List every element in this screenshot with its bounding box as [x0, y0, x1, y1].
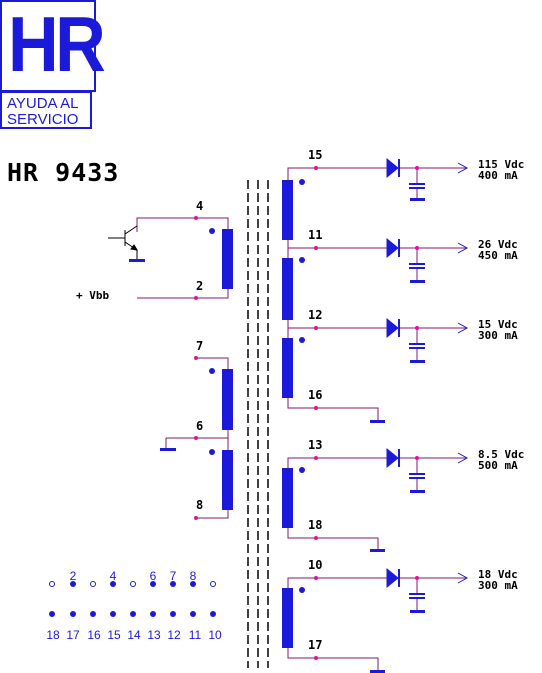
pinout-bottom-label: 11 — [189, 628, 202, 642]
transistor — [108, 225, 138, 260]
ground-bars — [370, 198, 425, 673]
ground-symbol — [160, 448, 176, 451]
output-1-current: 400 mA — [478, 169, 518, 182]
pin-6-label: 6 — [196, 419, 203, 433]
wiring — [136, 167, 466, 670]
supply-label: + Vbb — [76, 289, 109, 302]
logo-subtitle: AYUDA AL SERVICIO — [0, 91, 92, 129]
output-1-voltage: 115 Vdc — [478, 158, 524, 171]
output-arrows — [457, 162, 469, 584]
pin-15-label: 15 — [308, 148, 322, 162]
pinout-bottom-label: 18 — [46, 628, 60, 642]
pinout-top-label: 7 — [170, 569, 177, 583]
windings — [222, 180, 293, 648]
pin-10-label: 10 — [308, 558, 322, 572]
pin-13-label: 13 — [308, 438, 322, 452]
pinout-bottom-label: 14 — [127, 628, 141, 642]
output-4-current: 500 mA — [478, 459, 518, 472]
output-5-voltage: 18 Vdc — [478, 568, 518, 581]
output-5-current: 300 mA — [478, 579, 518, 592]
filter-capacitors — [409, 183, 425, 599]
pin-11-label: 11 — [308, 228, 322, 242]
ground-symbol — [129, 259, 145, 262]
logo-box: HR — [0, 0, 106, 92]
pinout-bottom-label: 13 — [147, 628, 161, 642]
rectifier-diodes — [386, 157, 400, 589]
pinout-top-label: 8 — [190, 569, 197, 583]
pin-7-label: 7 — [196, 339, 203, 353]
pinout-top-label: 4 — [110, 569, 117, 583]
transformer-core — [247, 180, 269, 668]
logo-line-1: AYUDA AL — [7, 95, 79, 112]
pin-8-label: 8 — [196, 498, 203, 512]
pin-17-label: 17 — [308, 638, 322, 652]
pinout-bottom-label: 10 — [208, 628, 222, 642]
output-2-current: 450 mA — [478, 249, 518, 262]
output-3-voltage: 15 Vdc — [478, 318, 518, 331]
pinout-bottom-label: 15 — [107, 628, 121, 642]
output-4-voltage: 8.5 Vdc — [478, 448, 524, 461]
pin-4-label: 4 — [196, 199, 203, 213]
pin-12-label: 12 — [308, 308, 322, 322]
pinout-bottom-label: 12 — [167, 628, 181, 642]
hr-logo: HR AYUDA AL SERVICIO — [0, 0, 106, 133]
output-2-voltage: 26 Vdc — [478, 238, 518, 251]
polarity-dots — [209, 179, 305, 593]
model-number: HR 9433 — [7, 158, 120, 187]
logo-line-2: SERVICIO — [7, 111, 79, 128]
pinout-bottom-label: 16 — [87, 628, 101, 642]
pin-2-label: 2 — [196, 279, 203, 293]
pinout-bottom-label: 17 — [66, 628, 80, 642]
pinout-top-label: 6 — [150, 569, 157, 583]
output-3-current: 300 mA — [478, 329, 518, 342]
pinout-top-label: 2 — [70, 569, 77, 583]
pin-18-label: 18 — [308, 518, 322, 532]
node-markers — [194, 166, 419, 660]
pinout-diagram: 2 4 6 7 8 18 17 16 15 14 13 12 11 10 — [46, 569, 222, 642]
pin-16-label: 16 — [308, 388, 322, 402]
